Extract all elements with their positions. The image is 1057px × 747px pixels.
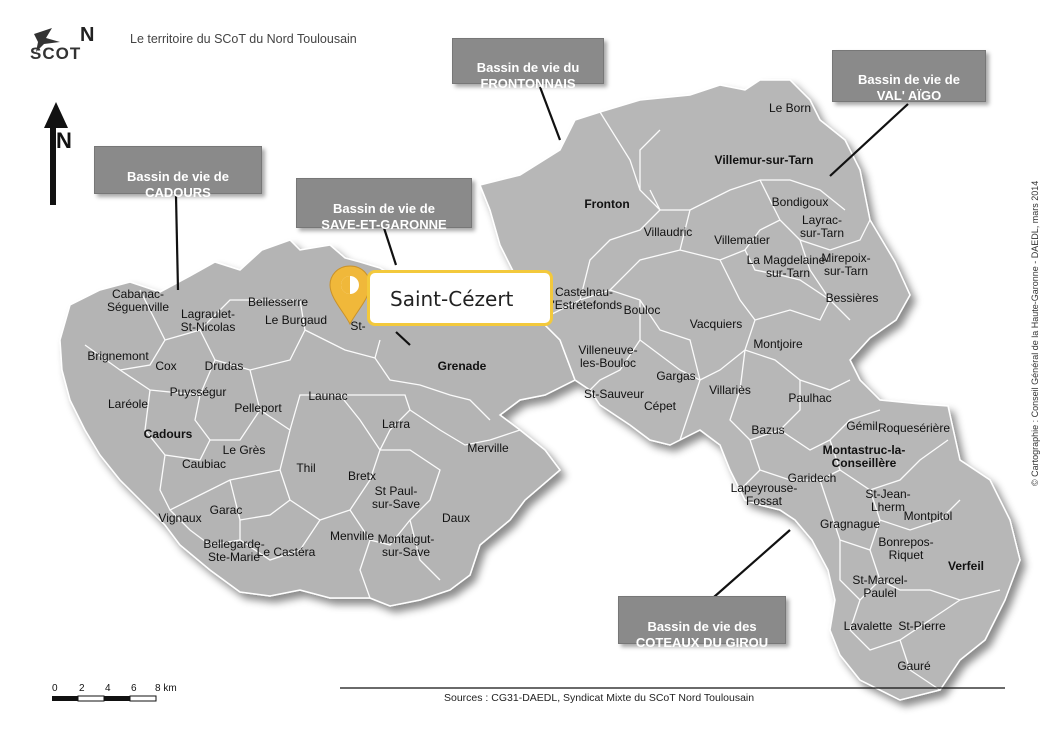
- commune-label: Villeneuve-les-Bouloc: [578, 343, 637, 370]
- scale-tick: 2: [79, 683, 85, 694]
- territory-east: [478, 79, 1021, 701]
- commune-label: Montjoire: [753, 337, 803, 351]
- commune-label: La Magdelaine-sur-Tarn: [747, 253, 830, 280]
- commune-label: Verfeil: [948, 559, 984, 573]
- commune-label: Merville: [467, 441, 509, 455]
- scale-tick: 6: [131, 683, 137, 694]
- commune-label: Montpitol: [904, 509, 953, 523]
- basin-label: Bassin de vie du FRONTONNAIS: [476, 60, 580, 91]
- marker-label: Saint-Cézert: [390, 287, 514, 311]
- scale-tick: 0: [52, 683, 58, 694]
- basin-label: Bassin de vie de CADOURS: [127, 169, 229, 200]
- commune-label: Drudas: [205, 359, 244, 373]
- marker-popup[interactable]: Saint-Cézert: [367, 270, 553, 326]
- commune-label: Cox: [155, 359, 176, 373]
- commune-label: Bessières: [826, 291, 879, 305]
- commune-label: Paulhac: [788, 391, 831, 405]
- commune-label: Pelleport: [234, 401, 282, 415]
- commune-label: Villematier: [714, 233, 770, 247]
- commune-label: Puysségur: [170, 385, 227, 399]
- basin-box-valaigo: Bassin de vie de VAL' AÏGO: [832, 50, 986, 103]
- map-title: Le territoire du SCoT du Nord Toulousain: [130, 32, 357, 46]
- commune-label: St-Jean-Lherm: [865, 487, 910, 514]
- commune-label: Montaigut-sur-Save: [378, 532, 435, 559]
- commune-label: Menville: [330, 529, 374, 543]
- commune-label: Bonrepos-Riquet: [878, 535, 933, 562]
- commune-label: Gargas: [656, 369, 695, 383]
- commune-label: Bazus: [751, 423, 784, 437]
- commune-label: Garidech: [788, 471, 837, 485]
- commune-label: Layrac-sur-Tarn: [800, 213, 844, 240]
- commune-label: Lagraulet-St-Nicolas: [181, 307, 236, 334]
- commune-label: Cadours: [144, 427, 193, 441]
- commune-label: Villemur-sur-Tarn: [715, 153, 814, 167]
- commune-label: Le Burgaud: [265, 313, 327, 327]
- commune-label: Le Grès: [223, 443, 266, 457]
- basin-box-girou: Bassin de vie des COTEAUX DU GIROU: [618, 596, 786, 650]
- commune-label: St-Sauveur: [584, 387, 644, 401]
- commune-label: Garac: [210, 503, 243, 517]
- basin-box-frontonnais: Bassin de vie du FRONTONNAIS: [452, 38, 604, 91]
- north-label: N: [56, 128, 72, 153]
- logo: SCOT N: [30, 24, 100, 64]
- commune-label: Villariès: [709, 383, 751, 397]
- scale-bar: [52, 695, 157, 702]
- basin-box-cadours: Bassin de vie de CADOURS: [94, 146, 262, 200]
- commune-label: Thil: [296, 461, 315, 475]
- commune-label: Bretx: [348, 469, 376, 483]
- scale-tick: 4: [105, 683, 111, 694]
- commune-label: Montastruc-la-Conseillère: [823, 443, 906, 470]
- commune-label: Le Castéra: [257, 545, 316, 559]
- commune-label: Bouloc: [624, 303, 661, 317]
- commune-label: Vacquiers: [690, 317, 742, 331]
- logo-text: SCOT: [30, 44, 82, 63]
- commune-label: Castelnau-d'Estrétefonds: [546, 285, 622, 312]
- commune-label: Cabanac-Séguenville: [107, 287, 169, 314]
- commune-label: St Paul-sur-Save: [372, 484, 420, 511]
- scot-logo-icon: [34, 28, 60, 52]
- commune-label: Lapeyrouse-Fossat: [731, 481, 798, 508]
- commune-label: St-: [350, 319, 365, 333]
- commune-label: Launac: [308, 389, 347, 403]
- north-arrow: [44, 102, 68, 205]
- commune-label: Le Born: [769, 101, 811, 115]
- commune-label: Lavalette: [844, 619, 893, 633]
- commune-label: Mirepoix-sur-Tarn: [821, 251, 870, 278]
- basin-label: Bassin de vie de VAL' AÏGO: [858, 72, 960, 103]
- territory: [59, 79, 1021, 701]
- commune-label: Gragnague: [820, 517, 880, 531]
- credit-text: © Cartographie : Conseil Général de la H…: [1030, 180, 1040, 486]
- commune-label: Larra: [382, 417, 410, 431]
- commune-label: Daux: [442, 511, 470, 525]
- commune-label: Laréole: [108, 397, 148, 411]
- scale-tick: 8 km: [155, 683, 177, 694]
- basin-leader-lines: [174, 86, 909, 598]
- commune-label: St-Pierre: [898, 619, 946, 633]
- logo-mark: N: [80, 24, 95, 46]
- commune-label: Cépet: [644, 399, 677, 413]
- commune-label: Villaudric: [644, 225, 692, 239]
- commune-label: St-Marcel-Paulel: [852, 573, 907, 600]
- commune-label: Grenade: [438, 359, 487, 373]
- commune-label: Bellesserre: [248, 295, 308, 309]
- commune-boundaries: [84, 111, 1001, 691]
- commune-label: Brignemont: [87, 349, 149, 363]
- commune-label: Bellegarde-Ste-Marie: [203, 537, 264, 564]
- commune-label: Fronton: [584, 197, 629, 211]
- commune-label: Gauré: [897, 659, 931, 673]
- basin-box-save: Bassin de vie de SAVE-ET-GARONNE: [296, 178, 472, 232]
- commune-label: Caubiac: [182, 457, 226, 471]
- commune-label: Vignaux: [158, 511, 201, 525]
- basin-label: Bassin de vie des COTEAUX DU GIROU: [635, 619, 769, 650]
- sources-text: Sources : CG31-DAEDL, Syndicat Mixte du …: [444, 692, 755, 704]
- commune-label: Bondigoux: [772, 195, 829, 209]
- basin-label: Bassin de vie de SAVE-ET-GARONNE: [321, 201, 447, 232]
- commune-label: Roquesérière: [878, 421, 950, 435]
- commune-label: Gémil: [846, 419, 877, 433]
